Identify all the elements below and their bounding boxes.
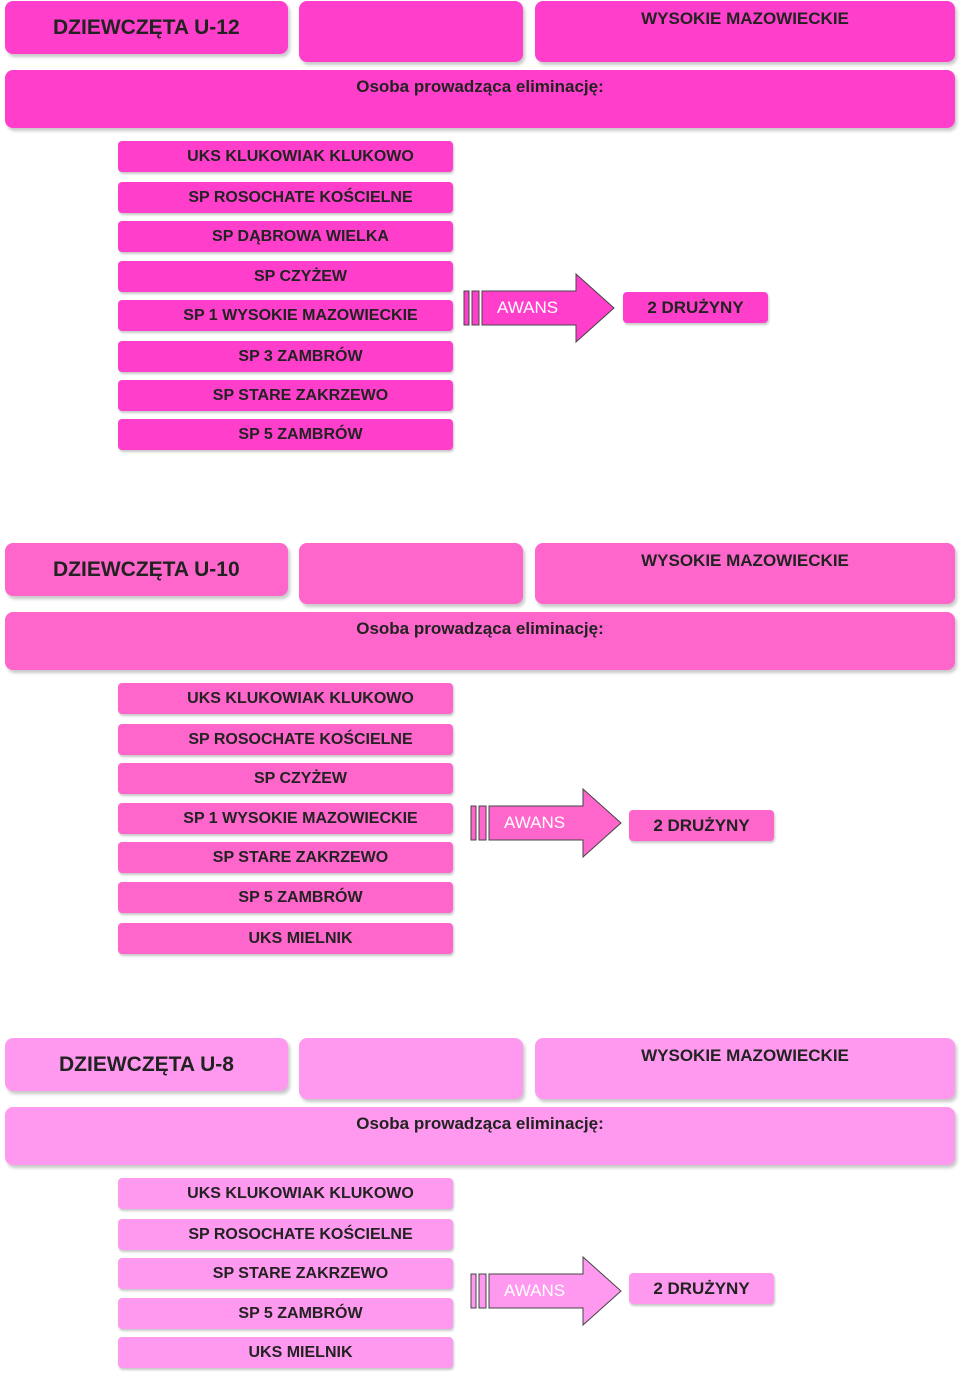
team-row: SP 1 WYSOKIE MAZOWIECKIE bbox=[118, 803, 453, 834]
team-row: SP 3 ZAMBRÓW bbox=[118, 341, 453, 372]
advance-arrow-icon bbox=[470, 787, 622, 859]
advance-arrow-icon bbox=[470, 1255, 622, 1327]
team-row: UKS KLUKOWIAK KLUKOWO bbox=[118, 683, 453, 714]
section-title: DZIEWCZĘTA U-12 bbox=[5, 1, 288, 54]
blank-field bbox=[299, 1038, 523, 1099]
team-row: SP 5 ZAMBRÓW bbox=[118, 1298, 453, 1329]
team-row: SP 5 ZAMBRÓW bbox=[118, 882, 453, 913]
blank-field bbox=[299, 543, 523, 604]
advance-count: 2 DRUŻYNY bbox=[629, 1273, 774, 1304]
team-row: UKS KLUKOWIAK KLUKOWO bbox=[118, 141, 453, 172]
blank-field bbox=[299, 1, 523, 62]
advance-count: 2 DRUŻYNY bbox=[629, 810, 774, 841]
team-row: UKS KLUKOWIAK KLUKOWO bbox=[118, 1178, 453, 1209]
referee-label: Osoba prowadząca eliminację: bbox=[5, 612, 955, 670]
referee-label: Osoba prowadząca eliminację: bbox=[5, 70, 955, 128]
team-row: SP STARE ZAKRZEWO bbox=[118, 1258, 453, 1289]
advance-arrow-icon bbox=[463, 272, 615, 344]
team-row: SP CZYŻEW bbox=[118, 261, 453, 292]
section-title: DZIEWCZĘTA U-10 bbox=[5, 543, 288, 596]
advance-label: AWANS bbox=[504, 813, 566, 832]
referee-label: Osoba prowadząca eliminację: bbox=[5, 1107, 955, 1165]
team-row: SP ROSOCHATE KOŚCIELNE bbox=[118, 1219, 453, 1250]
team-row: SP STARE ZAKRZEWO bbox=[118, 380, 453, 411]
team-row: SP CZYŻEW bbox=[118, 763, 453, 794]
team-row: UKS MIELNIK bbox=[118, 923, 453, 954]
advance-label: AWANS bbox=[497, 298, 559, 317]
team-row: SP ROSOCHATE KOŚCIELNE bbox=[118, 182, 453, 213]
team-row: SP DĄBROWA WIELKA bbox=[118, 221, 453, 252]
location-label: WYSOKIE MAZOWIECKIE bbox=[535, 1, 955, 62]
advance-count: 2 DRUŻYNY bbox=[623, 292, 768, 323]
location-label: WYSOKIE MAZOWIECKIE bbox=[535, 1038, 955, 1099]
team-row: SP 5 ZAMBRÓW bbox=[118, 419, 453, 450]
team-row: SP ROSOCHATE KOŚCIELNE bbox=[118, 724, 453, 755]
section-title: DZIEWCZĘTA U-8 bbox=[5, 1038, 288, 1091]
advance-label: AWANS bbox=[504, 1281, 566, 1300]
team-row: UKS MIELNIK bbox=[118, 1337, 453, 1368]
team-row: SP STARE ZAKRZEWO bbox=[118, 842, 453, 873]
location-label: WYSOKIE MAZOWIECKIE bbox=[535, 543, 955, 604]
team-row: SP 1 WYSOKIE MAZOWIECKIE bbox=[118, 300, 453, 331]
